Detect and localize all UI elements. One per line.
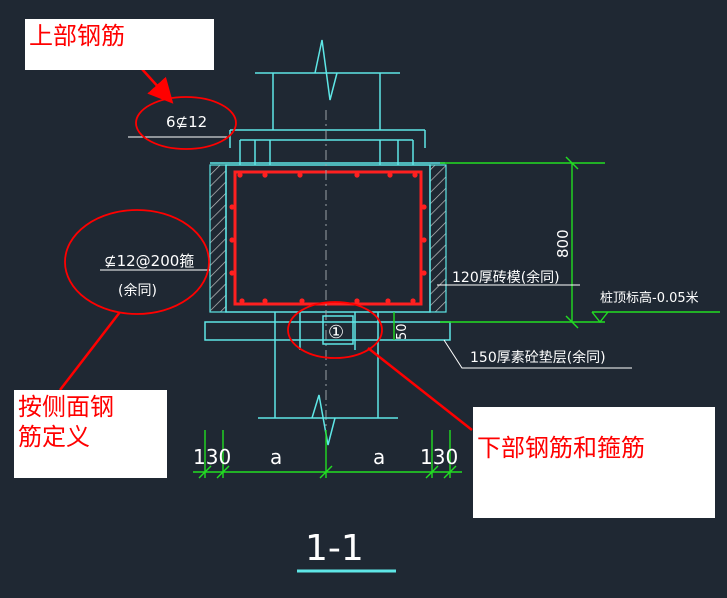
dim-right-text: 130 — [420, 445, 458, 469]
highlight-circles — [64, 96, 383, 359]
side-rebar-label: ⊈12@200箍 — [104, 252, 194, 270]
top-rebar-label: 6⊈12 — [166, 113, 207, 131]
callout-arrows — [59, 57, 473, 431]
section-label: 1-1 — [305, 528, 364, 569]
column-top — [255, 39, 400, 130]
beam-outline — [225, 164, 431, 313]
callout-bottom-rebar: 下部钢筋和箍筋 — [473, 407, 715, 518]
column-bottom — [258, 312, 398, 446]
dim-left-text: 130 — [193, 445, 231, 469]
stirrup — [233, 170, 423, 306]
dim-a2-text: a — [373, 445, 385, 469]
height-dim-text: 800 — [554, 229, 572, 258]
brick-wall-right — [429, 164, 447, 313]
brick-wall-left — [209, 164, 227, 313]
callout-side-rebar-line2: 筋定义 — [18, 423, 90, 451]
height-dimension — [393, 156, 605, 340]
pile-top-label: 桩顶标高-0.05米 — [600, 290, 699, 306]
dim-a1-text: a — [270, 445, 282, 469]
small-dim-text: 50 — [395, 323, 410, 340]
pile-top-marker — [591, 311, 720, 324]
callout-side-rebar: 按侧面钢 筋定义 — [14, 390, 167, 478]
top-rebar-cage — [210, 129, 445, 165]
bottom-dimension — [193, 430, 462, 479]
cushion-label: 150厚素砼垫层(余同) — [470, 349, 606, 366]
rebar-dots — [229, 172, 427, 304]
rebar-number-label: ① — [328, 322, 344, 343]
callout-top-rebar-text: 上部钢筋 — [29, 22, 125, 50]
callout-side-rebar-line1: 按侧面钢 — [18, 393, 114, 421]
callout-bottom-rebar-text: 下部钢筋和箍筋 — [477, 434, 645, 462]
side-rebar-note: (余同) — [118, 282, 157, 299]
cushion-layer — [204, 321, 451, 341]
brick-label: 120厚砖模(余同) — [452, 269, 560, 286]
leader-lines — [100, 136, 632, 369]
callout-top-rebar: 上部钢筋 — [25, 19, 214, 70]
